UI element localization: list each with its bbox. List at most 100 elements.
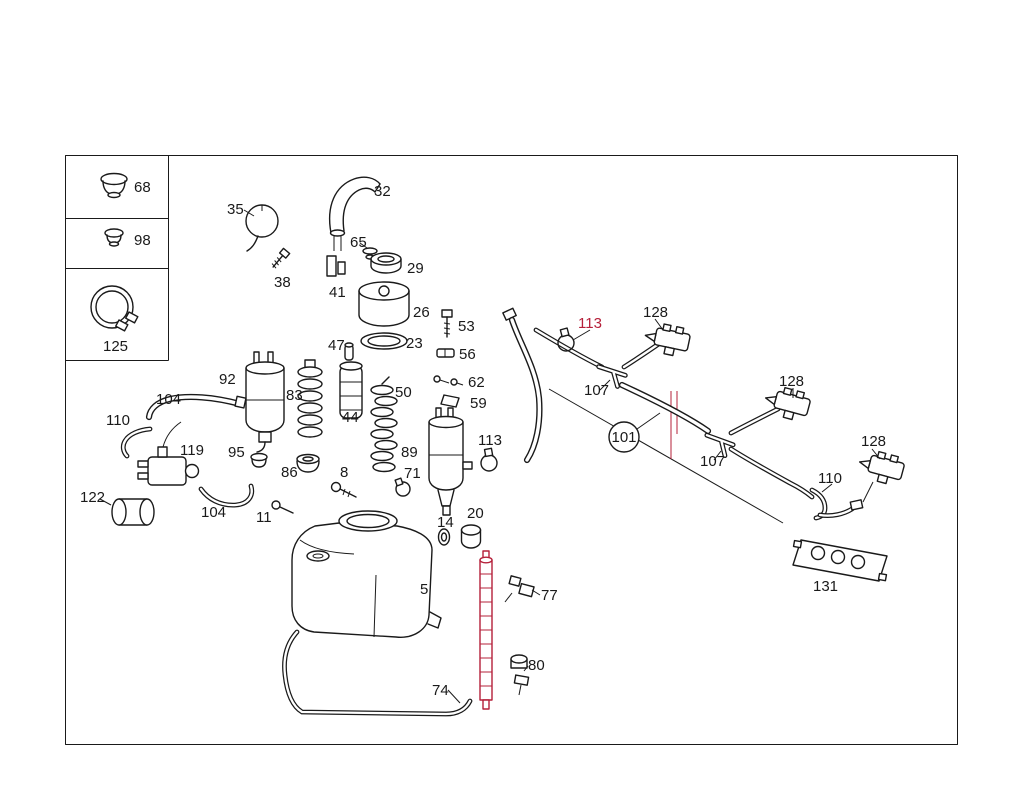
part-label-47: 47 [328, 337, 345, 354]
part-label-44: 44 [342, 409, 359, 426]
bracket-59 [440, 394, 460, 408]
hose-104-lower [198, 483, 255, 508]
part-label-5: 5 [420, 581, 428, 598]
washer-pump-89 [428, 407, 473, 516]
part-label-95: 95 [228, 444, 245, 461]
clip-77 [504, 575, 535, 603]
spring-50 [370, 376, 398, 473]
bracket-41 [326, 255, 346, 277]
part-label-38: 38 [274, 274, 291, 291]
part-label-53: 53 [458, 318, 475, 335]
screws-62 [433, 375, 464, 386]
part-label-86: 86 [281, 464, 298, 481]
middle-hose-run [618, 381, 712, 435]
washer-pump-92 [245, 351, 285, 453]
filler-elbow-32 [328, 176, 381, 251]
part-label-8: 8 [340, 464, 348, 481]
front-hose-run [502, 307, 605, 464]
part-label-101: 101 [611, 429, 636, 446]
part-label-14: 14 [437, 514, 454, 531]
part-label-41: 41 [329, 284, 346, 301]
part-label-113-front: 113 [578, 315, 602, 332]
clip-56 [436, 348, 455, 358]
rear-hose-run [728, 446, 874, 521]
inset-clamp-125 [90, 285, 139, 332]
part-label-110-left: 110 [106, 412, 130, 429]
inset-grommet-68 [100, 172, 128, 199]
hose-to-nozzle-front [621, 340, 663, 370]
part-label-68: 68 [134, 179, 151, 196]
bracket-131 [792, 539, 888, 582]
pump-cap-80 [510, 654, 530, 696]
reservoir-tank-5 [291, 510, 442, 638]
clamp-113-pump [480, 447, 498, 472]
part-label-74: 74 [432, 682, 449, 699]
part-label-71: 71 [404, 465, 421, 482]
cover-ring-35 [245, 204, 279, 252]
part-label-110-rear: 110 [818, 470, 842, 487]
part-label-89: 89 [401, 444, 418, 461]
cap-20 [460, 524, 482, 549]
clamp-71 [394, 477, 411, 497]
screw-38 [271, 247, 291, 269]
pin-47 [344, 342, 354, 361]
callout-labels: 68 98 125 35 32 38 41 65 29 26 23 53 56 … [80, 179, 886, 699]
bolt-11 [271, 500, 294, 514]
part-label-20: 20 [467, 505, 484, 522]
part-label-62: 62 [468, 374, 485, 391]
part-label-77: 77 [541, 587, 558, 604]
bolt-53 [441, 309, 453, 338]
grommet-95 [250, 452, 268, 468]
part-label-128-front: 128 [643, 304, 668, 321]
hose-to-nozzle-middle [728, 406, 781, 436]
nozzle-128-rear [858, 450, 905, 485]
stand-tube [479, 550, 493, 710]
inset-grommet-98 [104, 228, 124, 247]
valve-119 [137, 421, 200, 486]
part-label-104-lower: 104 [201, 504, 226, 521]
part-label-29: 29 [407, 260, 424, 277]
hose-74 [282, 629, 473, 717]
part-label-131: 131 [813, 578, 838, 595]
part-label-35: 35 [227, 201, 244, 218]
hose-104-left [145, 393, 247, 421]
nozzle-128-front [644, 323, 691, 357]
part-label-65: 65 [350, 234, 367, 251]
housing-26 [358, 281, 410, 327]
part-label-128-middle: 128 [779, 373, 804, 390]
nozzle-128-middle [764, 386, 811, 421]
part-label-32: 32 [374, 183, 391, 200]
t-connector-107-rear [704, 432, 736, 459]
part-label-122: 122 [80, 489, 105, 506]
part-label-56: 56 [459, 346, 476, 363]
bellows-83 [297, 359, 323, 438]
part-label-128-rear: 128 [861, 433, 886, 450]
elbow-110-left [120, 426, 153, 459]
sleeve-122 [111, 498, 155, 526]
seal-ring-23 [360, 332, 408, 350]
part-label-125: 125 [103, 338, 128, 355]
part-label-119: 119 [180, 442, 204, 459]
part-label-107-front: 107 [584, 382, 609, 399]
cap-29 [370, 252, 402, 274]
part-label-80: 80 [528, 657, 545, 674]
part-label-104-left: 104 [156, 391, 181, 408]
part-label-113-pump: 113 [478, 432, 502, 449]
clamp-113-front [557, 327, 575, 352]
grommet-86 [296, 453, 320, 473]
part-label-50: 50 [395, 384, 412, 401]
part-label-26: 26 [413, 304, 430, 321]
part-label-59: 59 [470, 395, 487, 412]
part-label-98: 98 [134, 232, 151, 249]
diagram-frame [65, 155, 958, 745]
leader-lines [99, 209, 881, 704]
part-label-23: 23 [406, 335, 423, 352]
part-label-83: 83 [286, 387, 303, 404]
part-label-92: 92 [219, 371, 236, 388]
bolt-8 [330, 481, 357, 498]
part-label-107-rear: 107 [700, 453, 725, 470]
part-label-11: 11 [256, 509, 272, 526]
assembly-balloon-101 [608, 412, 661, 453]
